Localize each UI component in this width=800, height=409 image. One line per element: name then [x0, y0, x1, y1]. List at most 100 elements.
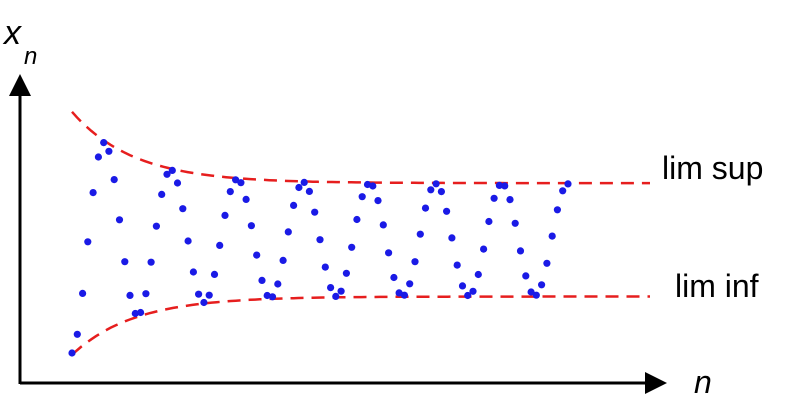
sequence-point [268, 293, 277, 301]
sequence-point [511, 219, 519, 227]
sequence-point [152, 222, 160, 230]
sequence-point [89, 189, 97, 197]
sequence-point [406, 280, 414, 288]
sequence-point [516, 247, 525, 255]
sequence-point [284, 228, 292, 236]
sequence-point [295, 183, 303, 192]
sequence-point [126, 291, 134, 299]
sequence-point [105, 147, 113, 155]
sequence-point [274, 280, 282, 288]
sequence-point [226, 188, 234, 196]
sequence-point [158, 190, 166, 198]
sequence-point [179, 205, 187, 213]
sequence-point [353, 215, 361, 224]
sequence-point [115, 216, 124, 224]
sequence-point [258, 276, 266, 284]
sequence-point [142, 290, 150, 298]
sequence-point [163, 170, 171, 178]
sequence-point [242, 195, 250, 203]
sequence-point [358, 193, 366, 201]
sequence-point [110, 176, 118, 184]
sequence-point [443, 207, 451, 215]
sequence-point [189, 268, 197, 276]
sequence-point [427, 186, 435, 194]
sequence-point [437, 188, 445, 196]
y-axis-label: x [2, 14, 22, 52]
sequence-point [501, 182, 509, 190]
sequence-point [121, 258, 129, 266]
sequence-point [94, 153, 102, 161]
y-axis-label-subscript: n [24, 43, 37, 70]
sequence-point [448, 234, 456, 242]
sequence-point [469, 287, 477, 295]
y-axis-arrow [9, 74, 31, 96]
sequence-point [464, 291, 472, 300]
sequence-point [538, 281, 546, 289]
lower-envelope [71, 295, 650, 356]
sequence-points [68, 139, 572, 357]
sequence-point [485, 217, 493, 226]
sequence-point [168, 166, 176, 174]
sequence-point [522, 272, 530, 280]
sequence-point [474, 270, 482, 279]
x-axis-label: n [694, 364, 712, 400]
sequence-point [385, 249, 393, 257]
sequence-point [548, 232, 556, 240]
sequence-point [311, 208, 319, 216]
sequence-point [348, 243, 356, 251]
sequence-point [506, 196, 514, 204]
sequence-point [237, 179, 245, 187]
sequence-point [453, 261, 461, 269]
sequence-point [490, 194, 498, 202]
upper-envelope [71, 110, 650, 185]
sequence-point [480, 245, 488, 253]
sequence-point [337, 287, 345, 295]
sequence-point [290, 201, 298, 209]
sequence-point [495, 181, 503, 189]
lim-inf-label: lim inf [675, 268, 759, 304]
sequence-point [216, 241, 224, 249]
sequence-point [532, 291, 540, 299]
sequence-point [553, 206, 562, 214]
sequence-point [564, 180, 572, 188]
sequence-point [200, 298, 208, 307]
x-axis-arrow [645, 372, 667, 394]
sequence-point [253, 251, 261, 259]
sequence-point [327, 284, 335, 292]
sequence-point [421, 204, 430, 212]
sequence-point [458, 282, 467, 290]
sequence-point [195, 290, 203, 298]
sequence-point [84, 238, 92, 246]
sequence-point [173, 179, 182, 187]
sequence-point [400, 291, 408, 299]
sequence-point [232, 176, 240, 184]
sequence-point [411, 258, 419, 266]
sequence-point [147, 258, 155, 266]
sequence-point [205, 291, 213, 299]
sequence-point [247, 222, 255, 230]
sequence-point [184, 237, 192, 245]
sequence-point [543, 259, 551, 267]
sequence-point [100, 139, 108, 147]
sequence-point [342, 269, 350, 277]
sequence-point [527, 288, 535, 296]
sequence-point [332, 292, 340, 300]
sequence-point [210, 270, 219, 278]
sequence-point [279, 256, 287, 264]
sequence-point [416, 230, 424, 238]
sequence-point [221, 211, 229, 219]
envelope-layer [71, 110, 650, 356]
sequence-point [68, 349, 76, 357]
sequence-point [137, 308, 145, 317]
lim-sup-label: lim sup [662, 150, 763, 186]
sequence-point [316, 236, 324, 244]
sequence-point [73, 330, 81, 338]
sequence-point [390, 273, 398, 282]
sequence-point [300, 178, 308, 186]
sequence-point [79, 289, 87, 297]
sequence-point [321, 263, 329, 271]
sequence-point [379, 221, 387, 229]
sequence-point [305, 187, 313, 195]
sequence-point [369, 182, 377, 190]
